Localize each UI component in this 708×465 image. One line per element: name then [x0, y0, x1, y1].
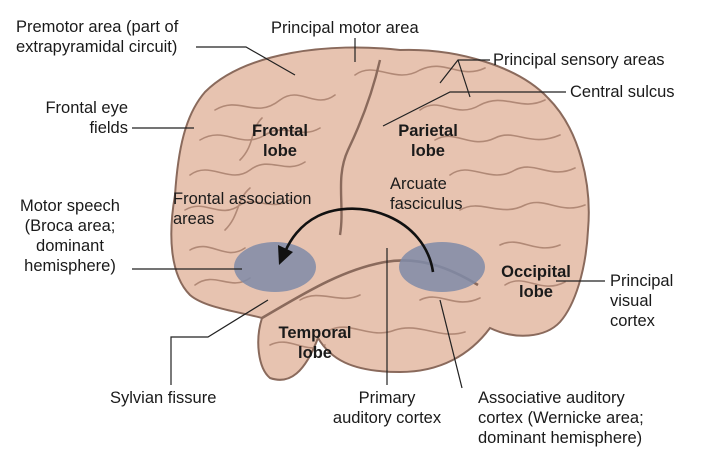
motor-speech-label: Motor speech (Broca area; dominant hemis…: [20, 197, 120, 275]
premotor-area-label: Premotor area (part of extrapyramidal ci…: [16, 18, 179, 56]
arrow-head: [278, 245, 293, 265]
primary-auditory-cortex-label: Primary auditory cortex: [332, 389, 442, 427]
principal-motor-area-label: Principal motor area: [271, 19, 419, 37]
broca-area: [234, 242, 316, 292]
wernicke-area: [399, 242, 485, 292]
associative-auditory-cortex-label: Associative auditory cortex (Wernicke ar…: [478, 389, 644, 447]
frontal-lobe-label: Frontal lobe: [252, 122, 308, 160]
principal-sensory-areas-label: Principal sensory areas: [493, 51, 665, 69]
sylvian-fissure-label: Sylvian fissure: [110, 389, 217, 407]
arcuate-fasciculus-arrow: [283, 207, 435, 273]
temporal-lobe-label: Temporal lobe: [278, 324, 352, 362]
frontal-eye-fields-label: Frontal eye fields: [45, 99, 128, 137]
frontal-association-areas-label: Frontal association areas: [173, 190, 312, 228]
arcuate-fasciculus-label: Arcuate fasciculus: [390, 175, 463, 213]
central-sulcus-label: Central sulcus: [570, 83, 675, 101]
principal-visual-cortex-label: Principal visual cortex: [610, 272, 674, 330]
gyri-pattern: [184, 65, 586, 349]
parietal-lobe-label: Parietal lobe: [398, 122, 458, 160]
occipital-lobe-label: Occipital lobe: [501, 263, 571, 301]
leader-lines: [132, 38, 605, 389]
